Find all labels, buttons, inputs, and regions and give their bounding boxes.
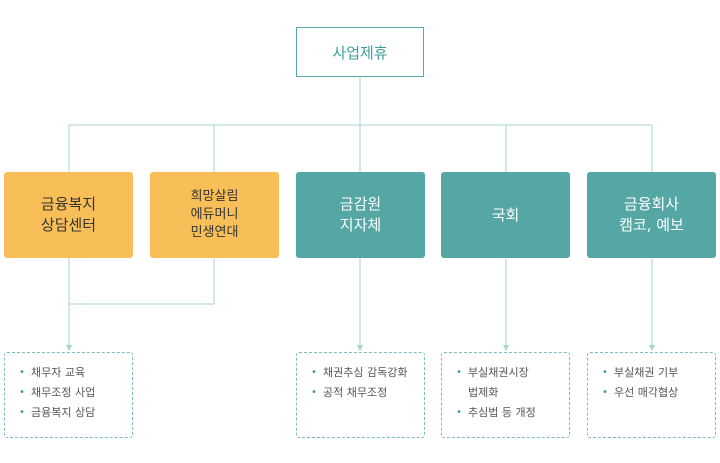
node-label-line: 금융복지 bbox=[40, 195, 97, 213]
detail-item-line: 법제화 bbox=[468, 386, 499, 399]
node-label-line: 에듀머니 bbox=[190, 207, 239, 222]
detail-box-financial-companies: 부실채권 기부 우선 매각협상 bbox=[587, 352, 716, 438]
detail-item: 부실채권시장 법제화 bbox=[456, 363, 561, 403]
node-label-line: 국회 bbox=[491, 205, 520, 224]
detail-item: 공적 채무조정 bbox=[311, 383, 416, 403]
node-financial-welfare-center: 금융복지 상담센터 bbox=[4, 172, 133, 258]
node-financial-companies: 금융회사 캠코, 예보 bbox=[587, 172, 716, 258]
root-node-label: 사업제휴 bbox=[332, 43, 388, 62]
root-node-business-partnership: 사업제휴 bbox=[296, 27, 424, 77]
detail-item: 우선 매각협상 bbox=[602, 383, 707, 403]
detail-item-line: 부실채권시장 bbox=[468, 366, 529, 379]
node-label-line: 민생연대 bbox=[190, 225, 239, 240]
detail-box-national-assembly: 부실채권시장 법제화 추심법 등 개정 bbox=[441, 352, 570, 438]
detail-item: 금융복지 상담 bbox=[19, 403, 124, 423]
node-label-line: 금감원 bbox=[339, 195, 382, 213]
node-label-line: 상담센터 bbox=[40, 216, 97, 234]
detail-box-welfare-center: 채무자 교육 채무조정 사업 금융복지 상담 bbox=[4, 352, 133, 438]
detail-item: 채권추심 감독강화 bbox=[311, 363, 416, 383]
detail-item: 추심법 등 개정 bbox=[456, 403, 561, 423]
node-hope-edumoney: 희망살림 에듀머니 민생연대 bbox=[150, 172, 279, 258]
node-label-line: 지자체 bbox=[339, 216, 382, 234]
node-label-line: 금융회사 bbox=[623, 195, 680, 213]
detail-item: 채무자 교육 bbox=[19, 363, 124, 383]
node-label-line: 캠코, 예보 bbox=[619, 216, 684, 234]
detail-item: 부실채권 기부 bbox=[602, 363, 707, 383]
node-label-line: 희망살림 bbox=[190, 189, 239, 204]
detail-item: 채무조정 사업 bbox=[19, 383, 124, 403]
node-national-assembly: 국회 bbox=[441, 172, 570, 258]
node-fss-local-gov: 금감원 지자체 bbox=[296, 172, 425, 258]
detail-box-fss-local-gov: 채권추심 감독강화 공적 채무조정 bbox=[296, 352, 425, 438]
